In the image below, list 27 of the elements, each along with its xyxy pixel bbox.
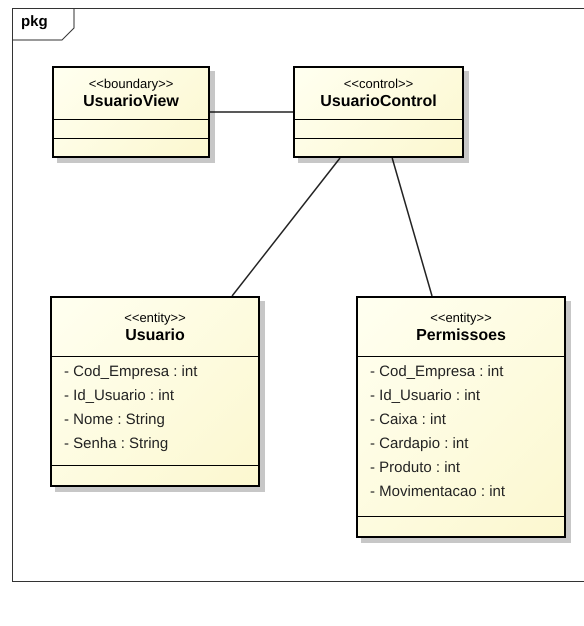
attribute-text: - Cod_Empresa : int xyxy=(64,362,198,382)
stereotype-label: <<entity>> xyxy=(430,308,492,326)
class-name: Permissoes xyxy=(416,326,506,346)
attribute-text: - Id_Usuario : int xyxy=(64,386,176,406)
package-name: pkg xyxy=(21,13,48,30)
stereotype-label: <<control>> xyxy=(344,75,414,92)
attribute-text: - Cardapio : int xyxy=(370,434,470,454)
association-line xyxy=(391,158,433,296)
attribute-text: - Senha : String xyxy=(64,434,170,454)
attribute-text: - Produto : int xyxy=(370,458,462,478)
class-box xyxy=(52,66,210,158)
attribute-text: - Caixa : int xyxy=(370,410,447,430)
stereotype-label: <<boundary>> xyxy=(88,75,174,92)
class-box xyxy=(293,66,464,158)
class-name: Usuario xyxy=(125,326,185,346)
class-name: UsuarioView xyxy=(83,92,179,112)
class-name: UsuarioControl xyxy=(320,92,437,112)
association-line xyxy=(210,111,293,113)
attribute-text: - Nome : String xyxy=(64,410,166,430)
class-box xyxy=(356,296,566,538)
class-box xyxy=(50,296,260,487)
attribute-text: - Cod_Empresa : int xyxy=(370,362,504,382)
association-line xyxy=(231,158,341,296)
attribute-text: - Movimentacao : int xyxy=(370,482,506,502)
attribute-text: - Id_Usuario : int xyxy=(370,386,482,406)
package-frame xyxy=(12,8,584,582)
stereotype-label: <<entity>> xyxy=(124,308,186,326)
